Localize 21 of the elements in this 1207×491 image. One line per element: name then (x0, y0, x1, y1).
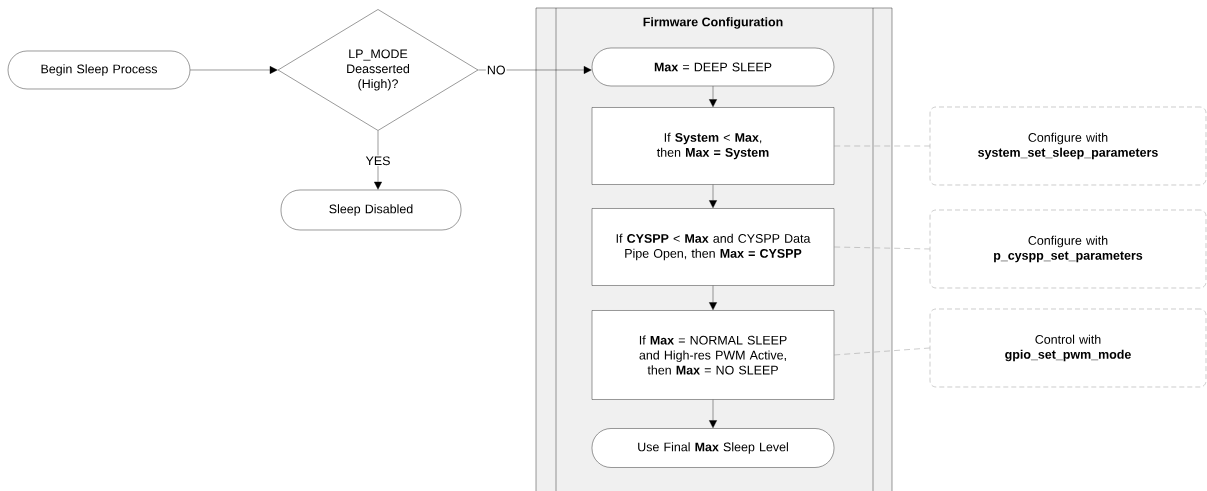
connector-line (834, 246, 930, 250)
end-terminal: Sleep Disabled (280, 189, 462, 231)
connector-line (834, 347, 930, 356)
arrow (709, 184, 717, 209)
arrow (478, 66, 592, 74)
arrow (190, 66, 278, 74)
arrow (709, 86, 717, 108)
process-terminal: Max = DEEP SLEEP (591, 47, 835, 87)
edge-label: YES (364, 155, 392, 167)
arrow (709, 285, 717, 311)
note-box: Configure with p_cyspp_set_parameters (929, 209, 1207, 289)
arrow (709, 399, 717, 429)
edge-label: NO (485, 64, 507, 76)
process-box: If CYSPP < Max and CYSPP Data Pipe Open, then Max = CYSPP (591, 208, 835, 286)
note-box: Control with gpio_set_pwm_mode (929, 308, 1207, 388)
process-box: If System < Max, then Max = System (591, 107, 835, 185)
arrow (374, 130, 382, 190)
note-box: Configure with system_set_sleep_parameters (929, 106, 1207, 186)
end-terminal: Use Final Max Sleep Level (591, 428, 835, 468)
start-terminal: Begin Sleep Process (7, 50, 191, 90)
process-box: If Max = NORMAL SLEEP and High-res PWM Active, then Max = NO SLEEP (591, 310, 835, 400)
